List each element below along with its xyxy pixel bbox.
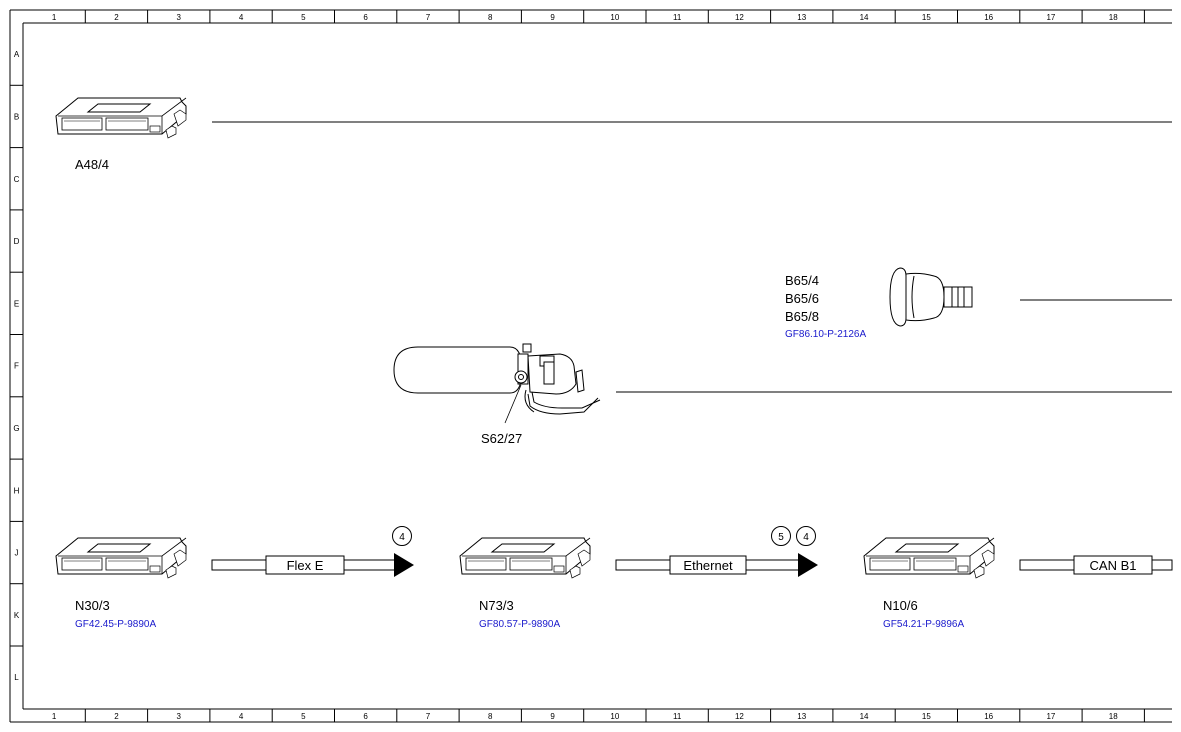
- a48-4-control-unit: A48/4: [55, 97, 187, 172]
- grid-column-top-3: 3: [177, 13, 182, 22]
- grid-column-top-13: 13: [797, 13, 806, 22]
- grid-column-bottom-15: 15: [922, 712, 931, 721]
- grid-row-B: B: [14, 112, 19, 121]
- sheet-frame: [9, 9, 1172, 723]
- ethernet-marker-2: 4: [803, 532, 809, 543]
- s62-27-label: S62/27: [481, 431, 522, 446]
- switch-canister-icon: [393, 343, 601, 424]
- can-b1-label: CAN B1: [1090, 558, 1137, 573]
- grid-row-C: C: [14, 175, 20, 184]
- grid-column-top-9: 9: [550, 13, 555, 22]
- grid-column-bottom-14: 14: [860, 712, 869, 721]
- grid-column-bottom-7: 7: [426, 712, 431, 721]
- grid-column-top-4: 4: [239, 13, 244, 22]
- reference-marker: [796, 526, 816, 546]
- grid-column-top-7: 7: [426, 13, 431, 22]
- sensor-icon: [889, 267, 973, 327]
- grid-column-bottom-12: 12: [735, 712, 744, 721]
- grid-column-bottom-1: 1: [52, 712, 57, 721]
- grid-column-top-5: 5: [301, 13, 306, 22]
- b65-reference: GF86.10-P-2126A: [785, 329, 866, 340]
- n30-3-label: N30/3: [75, 598, 110, 613]
- grid-column-top-11: 11: [673, 13, 682, 22]
- flex-e-label: Flex E: [287, 558, 324, 573]
- grid-column-top-1: 1: [52, 13, 57, 22]
- grid-column-bottom-6: 6: [363, 712, 368, 721]
- grid-row-K: K: [14, 611, 20, 620]
- grid-column-bottom-11: 11: [673, 712, 682, 721]
- grid-column-bottom-10: 10: [610, 712, 619, 721]
- b65-sensors: B65/4 B65/6 B65/8 GF86.10-P-2126A: [785, 267, 973, 340]
- grid-row-A: A: [14, 50, 20, 59]
- grid-column-bottom-8: 8: [488, 712, 493, 721]
- grid-row-E: E: [14, 299, 19, 308]
- a48-4-label: A48/4: [75, 157, 109, 172]
- grid-column-bottom-5: 5: [301, 712, 306, 721]
- n73-3-label: N73/3: [479, 598, 514, 613]
- b65-4-label: B65/4: [785, 273, 819, 288]
- flex-e-bus: Flex E 4: [211, 526, 414, 577]
- grid-column-top-10: 10: [610, 13, 619, 22]
- grid-row-markers: A B C D E F G H J K L: [10, 50, 23, 682]
- n73-3-control-unit: N73/3 GF80.57-P-9890A: [459, 537, 591, 630]
- reference-marker: [392, 526, 412, 546]
- grid-column-bottom-17: 17: [1046, 712, 1055, 721]
- grid-column-top-14: 14: [860, 13, 869, 22]
- reference-marker: [771, 526, 791, 546]
- grid-row-L: L: [14, 673, 19, 682]
- ethernet-label: Ethernet: [683, 558, 733, 573]
- n10-6-reference: GF54.21-P-9896A: [883, 619, 964, 630]
- grid-row-G: G: [13, 424, 19, 433]
- grid-column-bottom-2: 2: [114, 712, 119, 721]
- can-b1-bus: CAN B1: [1019, 555, 1173, 575]
- control-unit-icon: [55, 97, 187, 139]
- grid-column-bottom-3: 3: [177, 712, 182, 721]
- b65-6-label: B65/6: [785, 291, 819, 306]
- grid-column-top-17: 17: [1046, 13, 1055, 22]
- s62-27-component: S62/27: [393, 343, 601, 446]
- grid-column-bottom-18: 18: [1109, 712, 1118, 721]
- grid-column-bottom-16: 16: [984, 712, 993, 721]
- control-unit-icon: [459, 537, 591, 579]
- grid-column-top-2: 2: [114, 13, 119, 22]
- grid-column-top-12: 12: [735, 13, 744, 22]
- ethernet-marker-1: 5: [778, 532, 784, 543]
- grid-column-bottom-4: 4: [239, 712, 244, 721]
- grid-column-top-15: 15: [922, 13, 931, 22]
- b65-8-label: B65/8: [785, 309, 819, 324]
- grid-column-bottom-9: 9: [550, 712, 555, 721]
- grid-row-F: F: [14, 362, 19, 371]
- control-unit-icon: [863, 537, 995, 579]
- n30-3-control-unit: N30/3 GF42.45-P-9890A: [55, 537, 187, 630]
- n30-3-reference: GF42.45-P-9890A: [75, 619, 156, 630]
- n10-6-control-unit: N10/6 GF54.21-P-9896A: [863, 537, 995, 630]
- grid-column-top-8: 8: [488, 13, 493, 22]
- ethernet-bus: Ethernet 5 4: [615, 526, 818, 577]
- control-unit-icon: [55, 537, 187, 579]
- n73-3-reference: GF80.57-P-9890A: [479, 619, 560, 630]
- flex-e-marker-1: 4: [399, 532, 405, 543]
- grid-column-top-6: 6: [363, 13, 368, 22]
- grid-row-J: J: [15, 549, 19, 558]
- grid-row-D: D: [14, 237, 20, 246]
- grid-row-H: H: [14, 486, 20, 495]
- n10-6-label: N10/6: [883, 598, 918, 613]
- grid-column-top-16: 16: [984, 13, 993, 22]
- grid-column-top-18: 18: [1109, 13, 1118, 22]
- grid-column-bottom-13: 13: [797, 712, 806, 721]
